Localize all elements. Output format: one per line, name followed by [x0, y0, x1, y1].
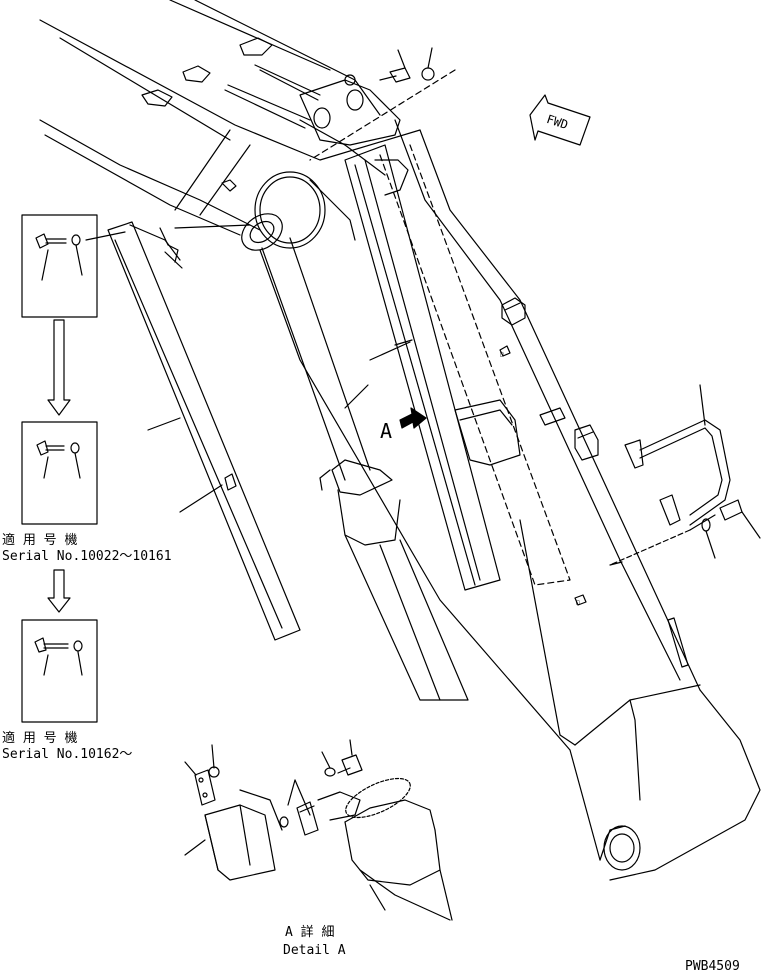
- hose-clamps: [499, 297, 689, 668]
- boom-top-bracket: [141, 37, 401, 192]
- top-bolt-washer: [309, 47, 456, 161]
- boom-mark-2: □: [576, 599, 580, 606]
- leader-lines: [394, 339, 623, 566]
- boom-cylinder: [174, 171, 469, 701]
- drawing-id: PWB4509: [685, 959, 740, 974]
- detail-a-drawing: [184, 739, 453, 921]
- detail-title-en: Detail A: [283, 943, 346, 958]
- inset-arrow-1: [47, 319, 71, 416]
- inset-bolt-box-3: [21, 619, 98, 723]
- inset-bolt-box-2: [21, 421, 98, 525]
- detail-title-jp: A 詳 細: [285, 925, 335, 940]
- serial-range-1: Serial No.10022～10161: [2, 549, 172, 564]
- serial-range-2: Serial No.10162～: [2, 747, 133, 762]
- fwd-arrow: FWD: [529, 94, 591, 146]
- inset-bolt-box-1: [21, 214, 126, 318]
- hydraulic-pipe: [344, 144, 571, 591]
- fwd-label: FWD: [545, 112, 570, 132]
- applicable-label-2: 適 用 号 機: [2, 731, 78, 746]
- boom-mark: □: [500, 351, 504, 358]
- left-guard-rail: [107, 221, 301, 641]
- inset-arrow-2: [47, 569, 71, 613]
- handrail: [609, 384, 761, 566]
- boom-structure: [39, 0, 761, 881]
- applicable-label-1: 適 用 号 機: [2, 533, 78, 548]
- callout-a: A: [380, 407, 427, 443]
- callout-letter: A: [380, 419, 392, 443]
